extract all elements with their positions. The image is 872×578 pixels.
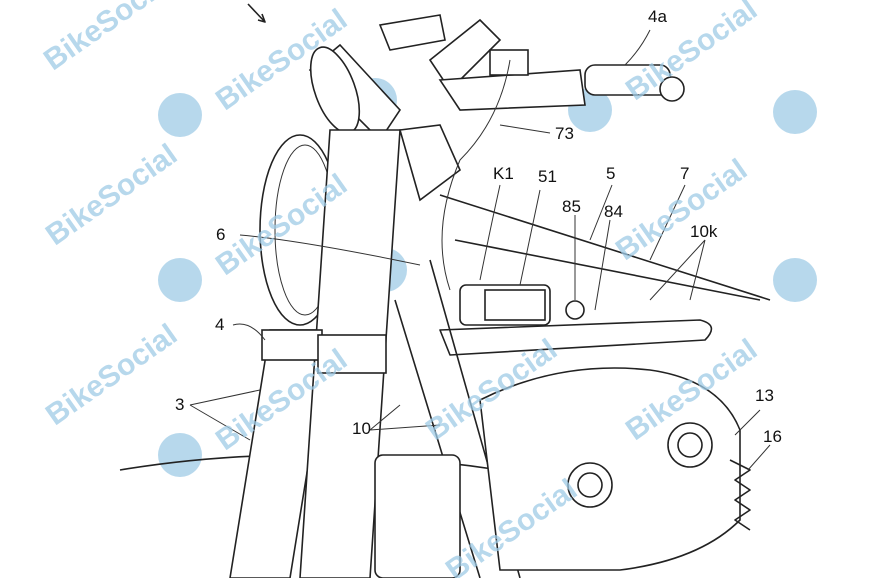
label-3: 3 [175,395,185,414]
label-85: 85 [562,197,581,216]
label-13: 13 [755,386,774,405]
label-5: 5 [606,164,616,183]
label-10: 10 [352,419,371,438]
label-4: 4 [215,315,225,334]
label-73: 73 [555,124,574,143]
label-7: 7 [680,164,690,183]
label-K1: K1 [493,164,514,183]
label-51: 51 [538,167,557,186]
label-10k: 10k [690,222,718,241]
label-4a: 4a [648,7,667,26]
label-84: 84 [604,202,623,221]
label-6: 6 [216,225,226,244]
label-16: 16 [763,427,782,446]
